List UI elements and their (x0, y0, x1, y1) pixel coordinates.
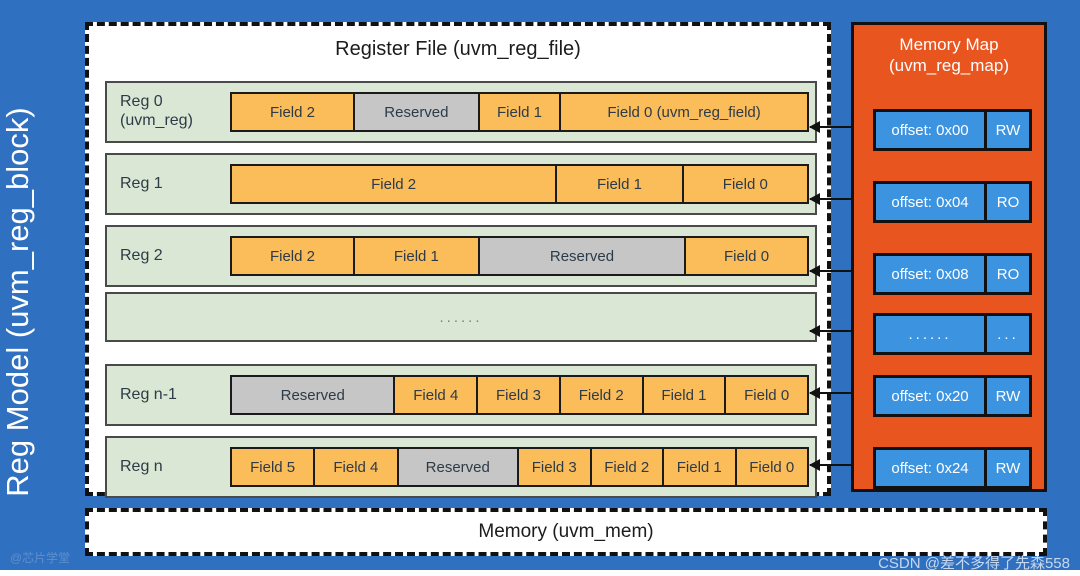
register-name-line1: Reg n (120, 457, 163, 475)
memory-map-offset: offset: 0x08 (876, 256, 987, 292)
register-to-map-arrow (809, 459, 870, 471)
watermark-bottom-right: CSDN @差不多得了先森558 (878, 555, 1070, 572)
register-name-line1: Reg 2 (120, 246, 163, 264)
memory-block: Memory (uvm_mem) (85, 508, 1047, 556)
register-to-map-arrow (809, 387, 870, 399)
register-to-map-arrow (809, 265, 870, 277)
memory-map-offset: offset: 0x04 (876, 184, 987, 220)
memory-map-offset: ...... (876, 316, 987, 352)
memory-map-access: RW (987, 450, 1029, 486)
register-field-cell: Field 0 (736, 449, 807, 485)
register-field-cell: Field 0 (683, 166, 807, 202)
watermark-bottom-left: @芯片学堂 (10, 551, 71, 565)
memory-map-offset: offset: 0x00 (876, 112, 987, 148)
register-name: Reg n (107, 458, 230, 477)
register-field-cell: Field 0 (726, 377, 808, 413)
register-name: Reg n-1 (107, 386, 230, 405)
memory-map-offset: offset: 0x20 (876, 378, 987, 414)
reserved-field-cell: Reserved (354, 94, 480, 130)
register-field-cell: Field 2 (591, 449, 664, 485)
register-row-ellipsis: ...... (439, 308, 483, 326)
register-field-cell: Field 4 (315, 449, 399, 485)
register-field-cell: Field 2 (232, 94, 355, 130)
register-name: Reg 1 (107, 175, 230, 194)
register-field-cell: Field 3 (478, 377, 561, 413)
memory-block-label: Memory (uvm_mem) (478, 521, 654, 542)
reg-model-block-label: Reg Model (uvm_reg_block) (0, 107, 35, 497)
register-name-line2: (uvm_reg) (120, 112, 193, 129)
register-field-cell: Field 1 (643, 377, 727, 413)
register-field-cell: Field 5 (232, 449, 316, 485)
memory-map-access: RO (987, 184, 1029, 220)
register-name-line1: Reg n-1 (120, 385, 177, 403)
register-to-map-arrow (809, 325, 870, 337)
register-to-map-arrow (809, 193, 870, 205)
register-name: Reg 0(uvm_reg) (107, 93, 230, 131)
register-name-line1: Reg 0 (120, 93, 163, 111)
reserved-field-cell: Reserved (232, 377, 396, 413)
register-field-cell: Field 2 (560, 377, 644, 413)
memory-map-offset: offset: 0x24 (876, 450, 987, 486)
memory-map-access: ... (987, 316, 1029, 352)
reserved-field-cell: Reserved (479, 238, 687, 274)
memory-map-access: RO (987, 256, 1029, 292)
register-file-container: Register File (uvm_reg_file) Reg 0(uvm_r… (85, 22, 831, 498)
register-to-map-arrow (809, 121, 870, 133)
register-field-cell: Field 2 (232, 166, 558, 202)
register-field-cell: Field 0 (uvm_reg_field) (561, 94, 807, 130)
reserved-field-cell: Reserved (398, 449, 519, 485)
memory-map-title-line1: Memory Map (899, 35, 999, 54)
register-field-cell: Field 1 (354, 238, 480, 274)
memory-map-title: Memory Map (uvm_reg_map) (854, 34, 1044, 77)
register-name: Reg 2 (107, 247, 230, 266)
register-field-cell: Field 1 (557, 166, 684, 202)
register-name-line1: Reg 1 (120, 174, 163, 192)
register-field-cell: Field 4 (395, 377, 479, 413)
memory-map-access: RW (987, 378, 1029, 414)
memory-map-entry[interactable]: ......... (873, 313, 1032, 355)
register-field-cell: Field 1 (479, 94, 562, 130)
register-field-cell: Field 2 (232, 238, 355, 274)
memory-map-access: RW (987, 112, 1029, 148)
register-field-cell: Field 3 (519, 449, 592, 485)
register-row: ...... (105, 292, 817, 342)
register-file-title: Register File (uvm_reg_file) (335, 38, 581, 60)
register-field-cell: Field 1 (664, 449, 737, 485)
memory-map-title-line2: (uvm_reg_map) (889, 56, 1009, 76)
register-field-cell: Field 0 (686, 238, 807, 274)
